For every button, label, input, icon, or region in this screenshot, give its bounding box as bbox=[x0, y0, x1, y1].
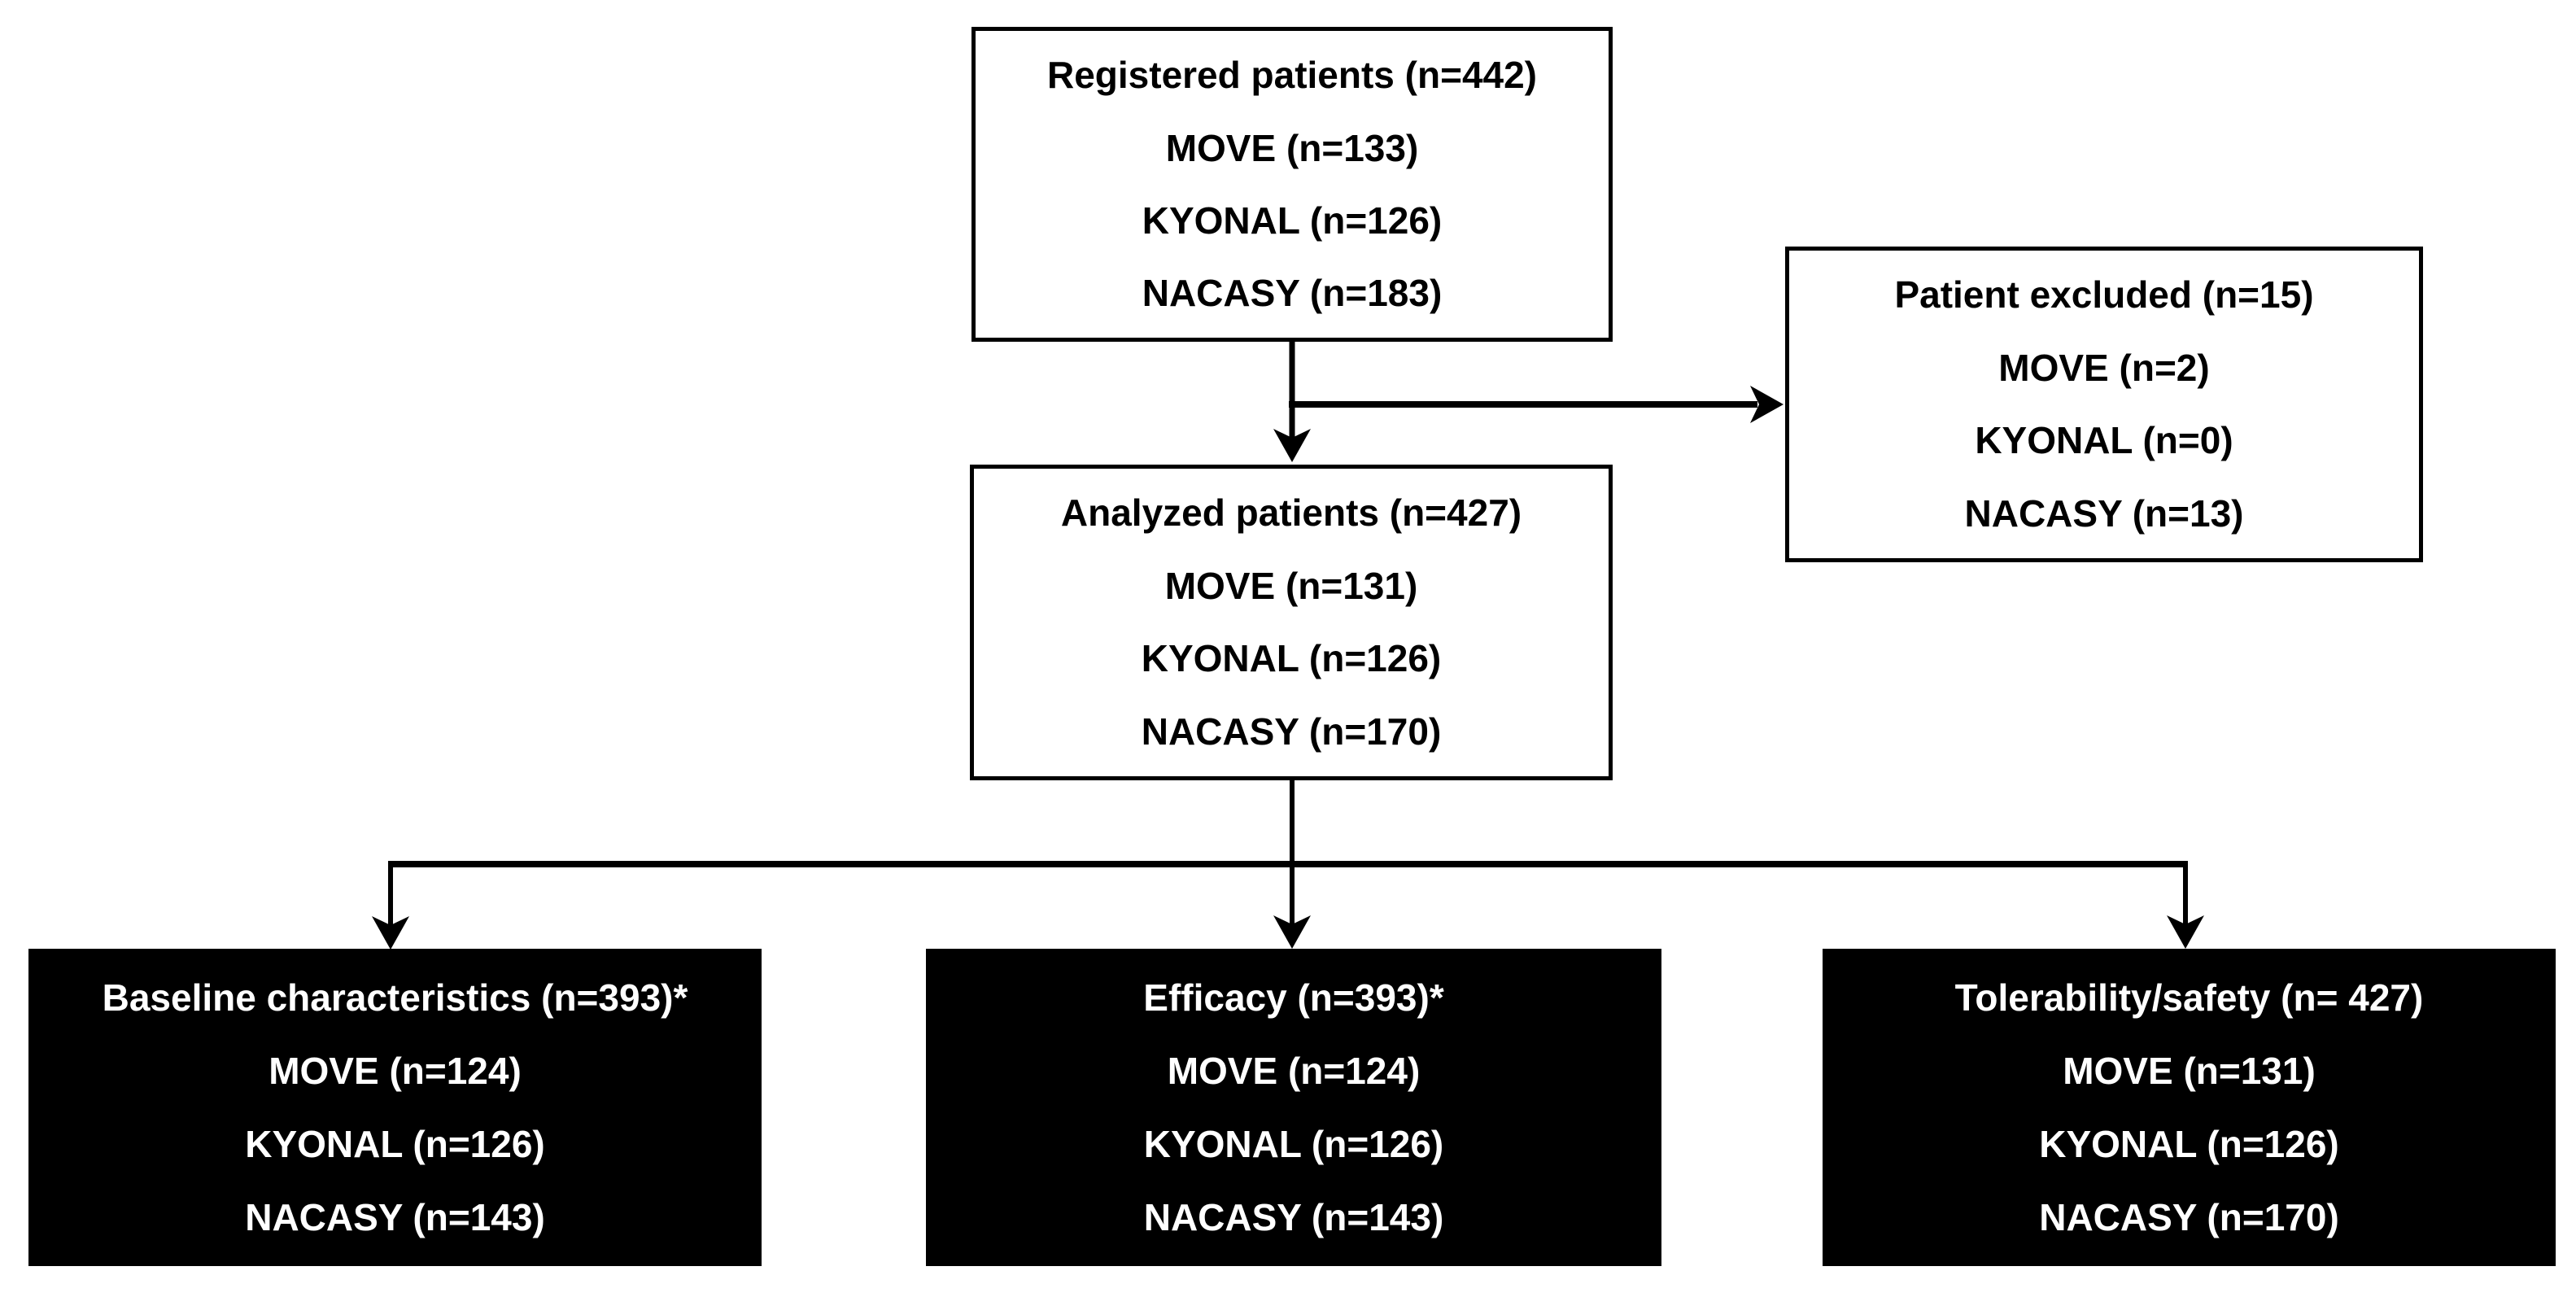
arrowhead-down-baseline-icon bbox=[372, 916, 409, 950]
analyzed-patients-box: Analyzed patients (n=427) MOVE (n=131) K… bbox=[970, 465, 1613, 780]
analyzed-move-count: MOVE (n=131) bbox=[1164, 564, 1418, 607]
efficacy-nacasy-count: NACASY (n=143) bbox=[1143, 1195, 1444, 1238]
efficacy-title: Efficacy (n=393)* bbox=[1143, 976, 1444, 1019]
arrowhead-down-tolerability-icon bbox=[2167, 915, 2204, 949]
registered-patients-box: Registered patients (n=442) MOVE (n=133)… bbox=[971, 27, 1613, 342]
tolerability-safety-box: Tolerability/safety (n= 427) MOVE (n=131… bbox=[1823, 949, 2556, 1266]
registered-nacasy-count: NACASY (n=183) bbox=[1142, 272, 1443, 315]
registered-kyonal-count: KYONAL (n=126) bbox=[1142, 199, 1443, 242]
baseline-move-count: MOVE (n=124) bbox=[269, 1049, 522, 1092]
arrowhead-down-efficacy-icon bbox=[1273, 915, 1311, 949]
tolerability-move-count: MOVE (n=131) bbox=[2063, 1049, 2316, 1092]
baseline-kyonal-count: KYONAL (n=126) bbox=[245, 1122, 545, 1165]
excluded-title: Patient excluded (n=15) bbox=[1894, 273, 2314, 317]
efficacy-box: Efficacy (n=393)* MOVE (n=124) KYONAL (n… bbox=[926, 949, 1661, 1266]
analyzed-title: Analyzed patients (n=427) bbox=[1060, 491, 1522, 535]
tolerability-kyonal-count: KYONAL (n=126) bbox=[2039, 1122, 2339, 1165]
excluded-kyonal-count: KYONAL (n=0) bbox=[1975, 419, 2233, 462]
registered-move-count: MOVE (n=133) bbox=[1165, 126, 1419, 169]
tolerability-nacasy-count: NACASY (n=170) bbox=[2039, 1195, 2339, 1238]
analyzed-kyonal-count: KYONAL (n=126) bbox=[1141, 637, 1442, 680]
efficacy-move-count: MOVE (n=124) bbox=[1167, 1049, 1421, 1092]
excluded-move-count: MOVE (n=2) bbox=[1998, 346, 2210, 389]
patient-excluded-box: Patient excluded (n=15) MOVE (n=2) KYONA… bbox=[1785, 247, 2423, 562]
baseline-nacasy-count: NACASY (n=143) bbox=[245, 1195, 545, 1238]
arrowhead-right-excluded-icon bbox=[1750, 386, 1784, 423]
arrowhead-down-analyzed-icon bbox=[1273, 429, 1311, 462]
registered-title: Registered patients (n=442) bbox=[1046, 54, 1538, 97]
tolerability-title: Tolerability/safety (n= 427) bbox=[1954, 976, 2424, 1019]
excluded-nacasy-count: NACASY (n=13) bbox=[1964, 491, 2244, 535]
baseline-characteristics-box: Baseline characteristics (n=393)* MOVE (… bbox=[28, 949, 762, 1266]
efficacy-kyonal-count: KYONAL (n=126) bbox=[1143, 1122, 1444, 1165]
analyzed-nacasy-count: NACASY (n=170) bbox=[1141, 710, 1442, 753]
baseline-title: Baseline characteristics (n=393)* bbox=[102, 976, 688, 1019]
